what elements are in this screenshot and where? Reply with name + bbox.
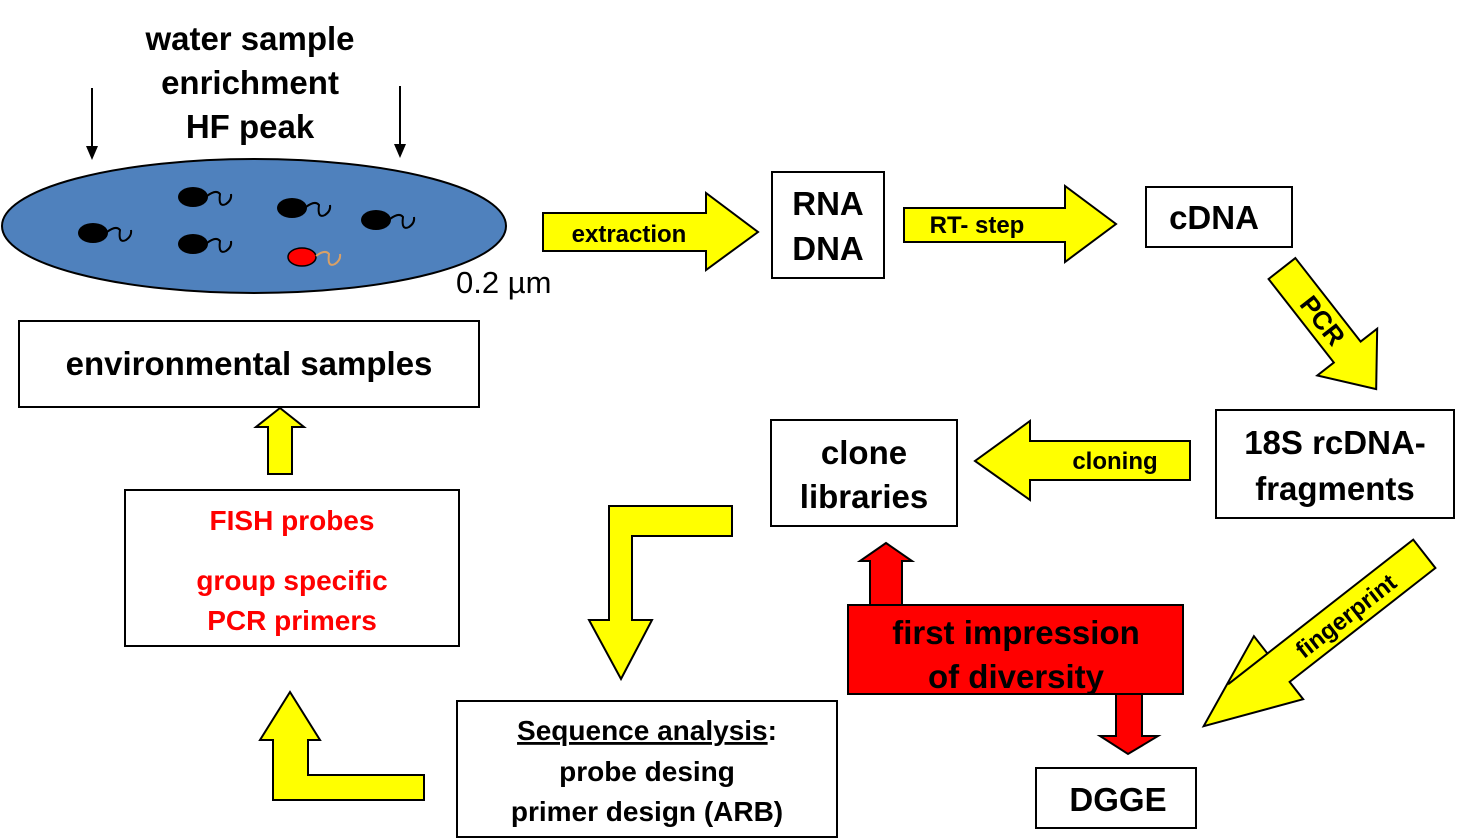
bent-arrow-down xyxy=(587,505,733,682)
cdna-node xyxy=(1145,186,1293,248)
sequence-analysis-heading-text: Sequence analysis xyxy=(517,715,768,746)
fish-probes-line-3: PCR primers xyxy=(207,605,377,636)
red-down-arrow xyxy=(1096,693,1162,756)
cloning-label: cloning xyxy=(1072,448,1157,475)
bent-arrow-up xyxy=(258,690,425,801)
fragments-label-line-2: fragments xyxy=(1255,470,1415,507)
environmental-samples-label: environmental samples xyxy=(66,345,433,382)
clone-libraries-line-1: clone xyxy=(821,434,907,471)
fish-probes-node xyxy=(124,489,460,647)
title-line-2: enrichment xyxy=(161,64,339,101)
dgge-label: DGGE xyxy=(1069,781,1166,818)
diversity-node xyxy=(847,604,1184,695)
fish-probes-line-2: group specific xyxy=(196,565,387,596)
sequence-analysis-heading: Sequence analysis: xyxy=(517,715,777,746)
rt-step-arrow xyxy=(903,184,1118,264)
clone-libraries-line-2: libraries xyxy=(800,478,928,515)
pcr-arrow: PCR xyxy=(1267,256,1379,391)
rna-label: RNA xyxy=(792,185,864,222)
sequence-analysis-node xyxy=(456,700,838,838)
organism-icon xyxy=(178,187,233,207)
title-line-1: water sample xyxy=(144,20,354,57)
fingerprint-arrow: fingerprint xyxy=(1201,538,1437,728)
extraction-label: extraction xyxy=(572,221,687,248)
title-line-3: HF peak xyxy=(186,108,315,145)
extraction-arrow xyxy=(542,191,760,272)
cloning-arrow xyxy=(973,419,1191,502)
diversity-line-1: first impression xyxy=(892,614,1140,651)
sequence-analysis-line-2: primer design (ARB) xyxy=(511,796,783,827)
environmental-samples-node xyxy=(18,320,480,408)
rna-dna-node xyxy=(771,171,885,279)
sequence-analysis-heading-colon: : xyxy=(768,715,777,746)
filter-pore-size-label: 0.2 µm xyxy=(456,265,551,300)
fragments-label-line-1: 18S rcDNA- xyxy=(1244,424,1426,461)
target-organism-icon xyxy=(287,247,342,267)
red-up-arrow xyxy=(856,541,916,606)
rt-step-label: RT- step xyxy=(930,212,1025,239)
fragments-node xyxy=(1215,409,1455,519)
organism-icon xyxy=(78,223,133,243)
clone-libraries-node xyxy=(770,419,958,527)
cdna-label: cDNA xyxy=(1169,199,1259,236)
diversity-line-2: of diversity xyxy=(928,658,1105,695)
sequence-analysis-line-1: probe desing xyxy=(559,756,735,787)
dgge-node xyxy=(1035,767,1197,829)
organism-icon xyxy=(178,234,233,254)
dna-label: DNA xyxy=(792,230,864,267)
small-up-arrow xyxy=(253,406,307,475)
fingerprint-label: fingerprint xyxy=(1291,569,1402,664)
organism-icon xyxy=(277,198,332,218)
down-arrow-right-icon xyxy=(394,86,406,158)
down-arrow-left-icon xyxy=(86,88,98,160)
filter-ellipse xyxy=(1,158,507,294)
fish-probes-line-1: FISH probes xyxy=(210,505,375,536)
organism-icon xyxy=(361,210,416,230)
